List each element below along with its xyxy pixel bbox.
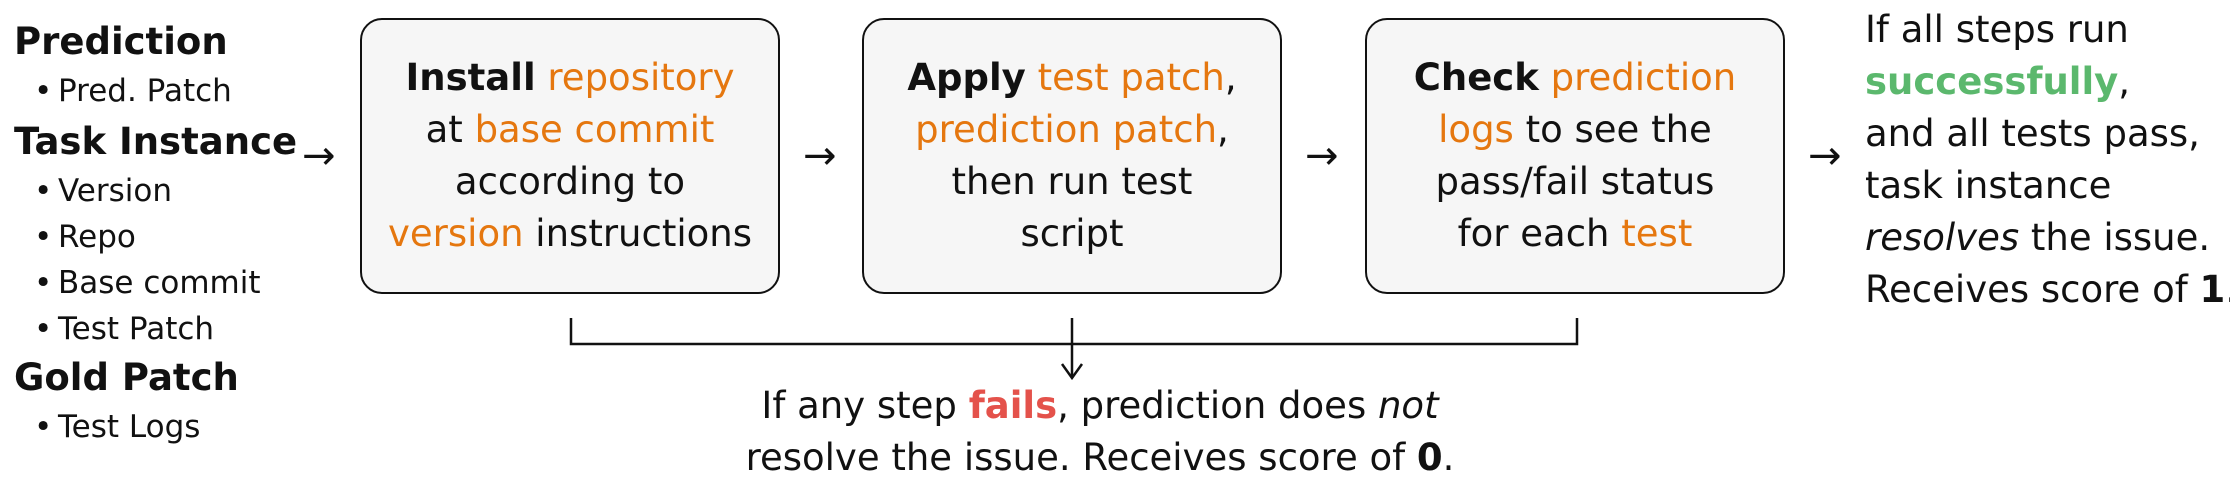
input-item-test-patch: •Test Patch — [34, 306, 214, 352]
arrow-right-icon: → — [803, 133, 837, 179]
bullet: • — [34, 219, 53, 255]
arrow-right-icon: → — [1305, 133, 1339, 179]
step-apply-text: Apply test patch, prediction patch, then… — [907, 56, 1237, 255]
bullet: • — [34, 311, 53, 347]
step-install-text: Install repository at base commit accord… — [388, 56, 752, 255]
down-arrow-head-icon — [1060, 363, 1084, 381]
arrow-right-icon: → — [302, 133, 336, 179]
bullet: • — [34, 265, 53, 301]
task-instance-header: Task Instance — [14, 120, 298, 163]
arrow-right-icon: → — [1808, 133, 1842, 179]
bullet: • — [34, 173, 53, 209]
input-item-version: •Version — [34, 168, 172, 214]
step-check-box: Check prediction logs to see the pass/fa… — [1365, 18, 1785, 294]
bullet: • — [34, 73, 53, 109]
failure-result-text: If any step fails, prediction does not r… — [745, 384, 1455, 479]
gold-patch-header: Gold Patch — [14, 356, 239, 399]
success-result-text: If all steps run successfully, and all t… — [1865, 8, 2230, 311]
step-check-text: Check prediction logs to see the pass/fa… — [1413, 56, 1737, 255]
input-item-repo: •Repo — [34, 214, 136, 260]
bracket-line — [569, 318, 1579, 346]
bullet: • — [34, 409, 53, 445]
step-install-box: Install repository at base commit accord… — [360, 18, 780, 294]
step-apply-box: Apply test patch, prediction patch, then… — [862, 18, 1282, 294]
input-item-base-commit: •Base commit — [34, 260, 261, 306]
prediction-header: Prediction — [14, 20, 228, 63]
input-item-pred-patch: •Pred. Patch — [34, 68, 232, 114]
input-item-test-logs: •Test Logs — [34, 404, 200, 450]
